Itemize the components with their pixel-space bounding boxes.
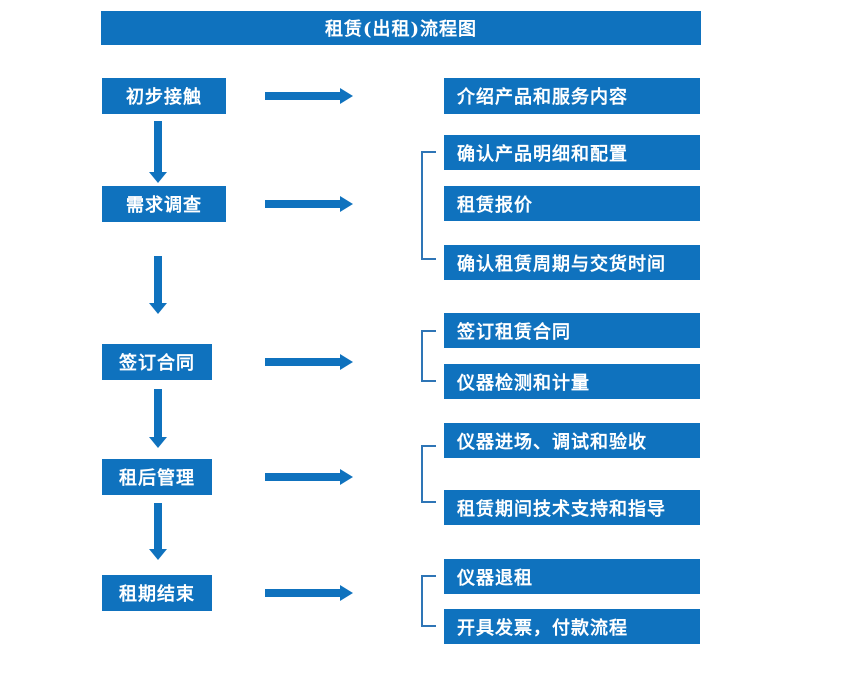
- step-box-post-rental-management: 租后管理: [102, 459, 212, 495]
- arrow-down-icon: [149, 503, 167, 560]
- arrow-head: [340, 354, 353, 370]
- step-box-rental-period-end: 租期结束: [102, 575, 212, 611]
- detail-box-confirm-period-delivery: 确认租赁周期与交货时间: [444, 245, 700, 280]
- detail-box-instrument-inspection: 仪器检测和计量: [444, 364, 700, 399]
- arrow-head: [149, 303, 167, 314]
- group-bracket-demand-survey: [421, 151, 436, 260]
- arrow-shaft: [154, 256, 162, 304]
- step-box-initial-contact: 初步接触: [102, 78, 226, 114]
- arrow-head: [340, 469, 353, 485]
- detail-box-confirm-product-config: 确认产品明细和配置: [444, 135, 700, 170]
- arrow-head: [149, 437, 167, 448]
- arrow-head: [149, 549, 167, 560]
- arrow-shaft: [154, 121, 162, 173]
- detail-box-rental-quotation: 租赁报价: [444, 186, 700, 221]
- arrow-down-icon: [149, 256, 167, 314]
- detail-box-sign-rental-contract: 签订租赁合同: [444, 313, 700, 348]
- arrow-shaft: [265, 589, 340, 597]
- arrow-shaft: [265, 200, 340, 208]
- detail-box-technical-support: 租赁期间技术支持和指导: [444, 490, 700, 525]
- arrow-right-icon: [265, 354, 353, 370]
- arrow-head: [149, 172, 167, 183]
- step-box-sign-contract: 签订合同: [102, 344, 212, 380]
- arrow-shaft: [265, 92, 340, 100]
- arrow-right-icon: [265, 196, 353, 212]
- arrow-head: [340, 196, 353, 212]
- arrow-down-icon: [149, 121, 167, 183]
- arrow-shaft: [154, 503, 162, 550]
- arrow-shaft: [265, 473, 340, 481]
- group-bracket-rental-end: [421, 575, 436, 627]
- detail-box-introduce-products: 介绍产品和服务内容: [444, 78, 700, 114]
- detail-box-instrument-setup-acceptance: 仪器进场、调试和验收: [444, 423, 700, 458]
- detail-box-invoice-payment: 开具发票，付款流程: [444, 609, 700, 644]
- arrow-right-icon: [265, 469, 353, 485]
- flowchart-title: 租赁(出租)流程图: [101, 11, 701, 45]
- arrow-shaft: [154, 389, 162, 438]
- arrow-shaft: [265, 358, 340, 366]
- group-bracket-post-rental: [421, 445, 436, 503]
- detail-box-instrument-return: 仪器退租: [444, 559, 700, 594]
- arrow-head: [340, 585, 353, 601]
- arrow-right-icon: [265, 585, 353, 601]
- arrow-right-icon: [265, 88, 353, 104]
- step-box-demand-survey: 需求调查: [102, 186, 226, 222]
- group-bracket-sign-contract: [421, 330, 436, 382]
- arrow-down-icon: [149, 389, 167, 448]
- arrow-head: [340, 88, 353, 104]
